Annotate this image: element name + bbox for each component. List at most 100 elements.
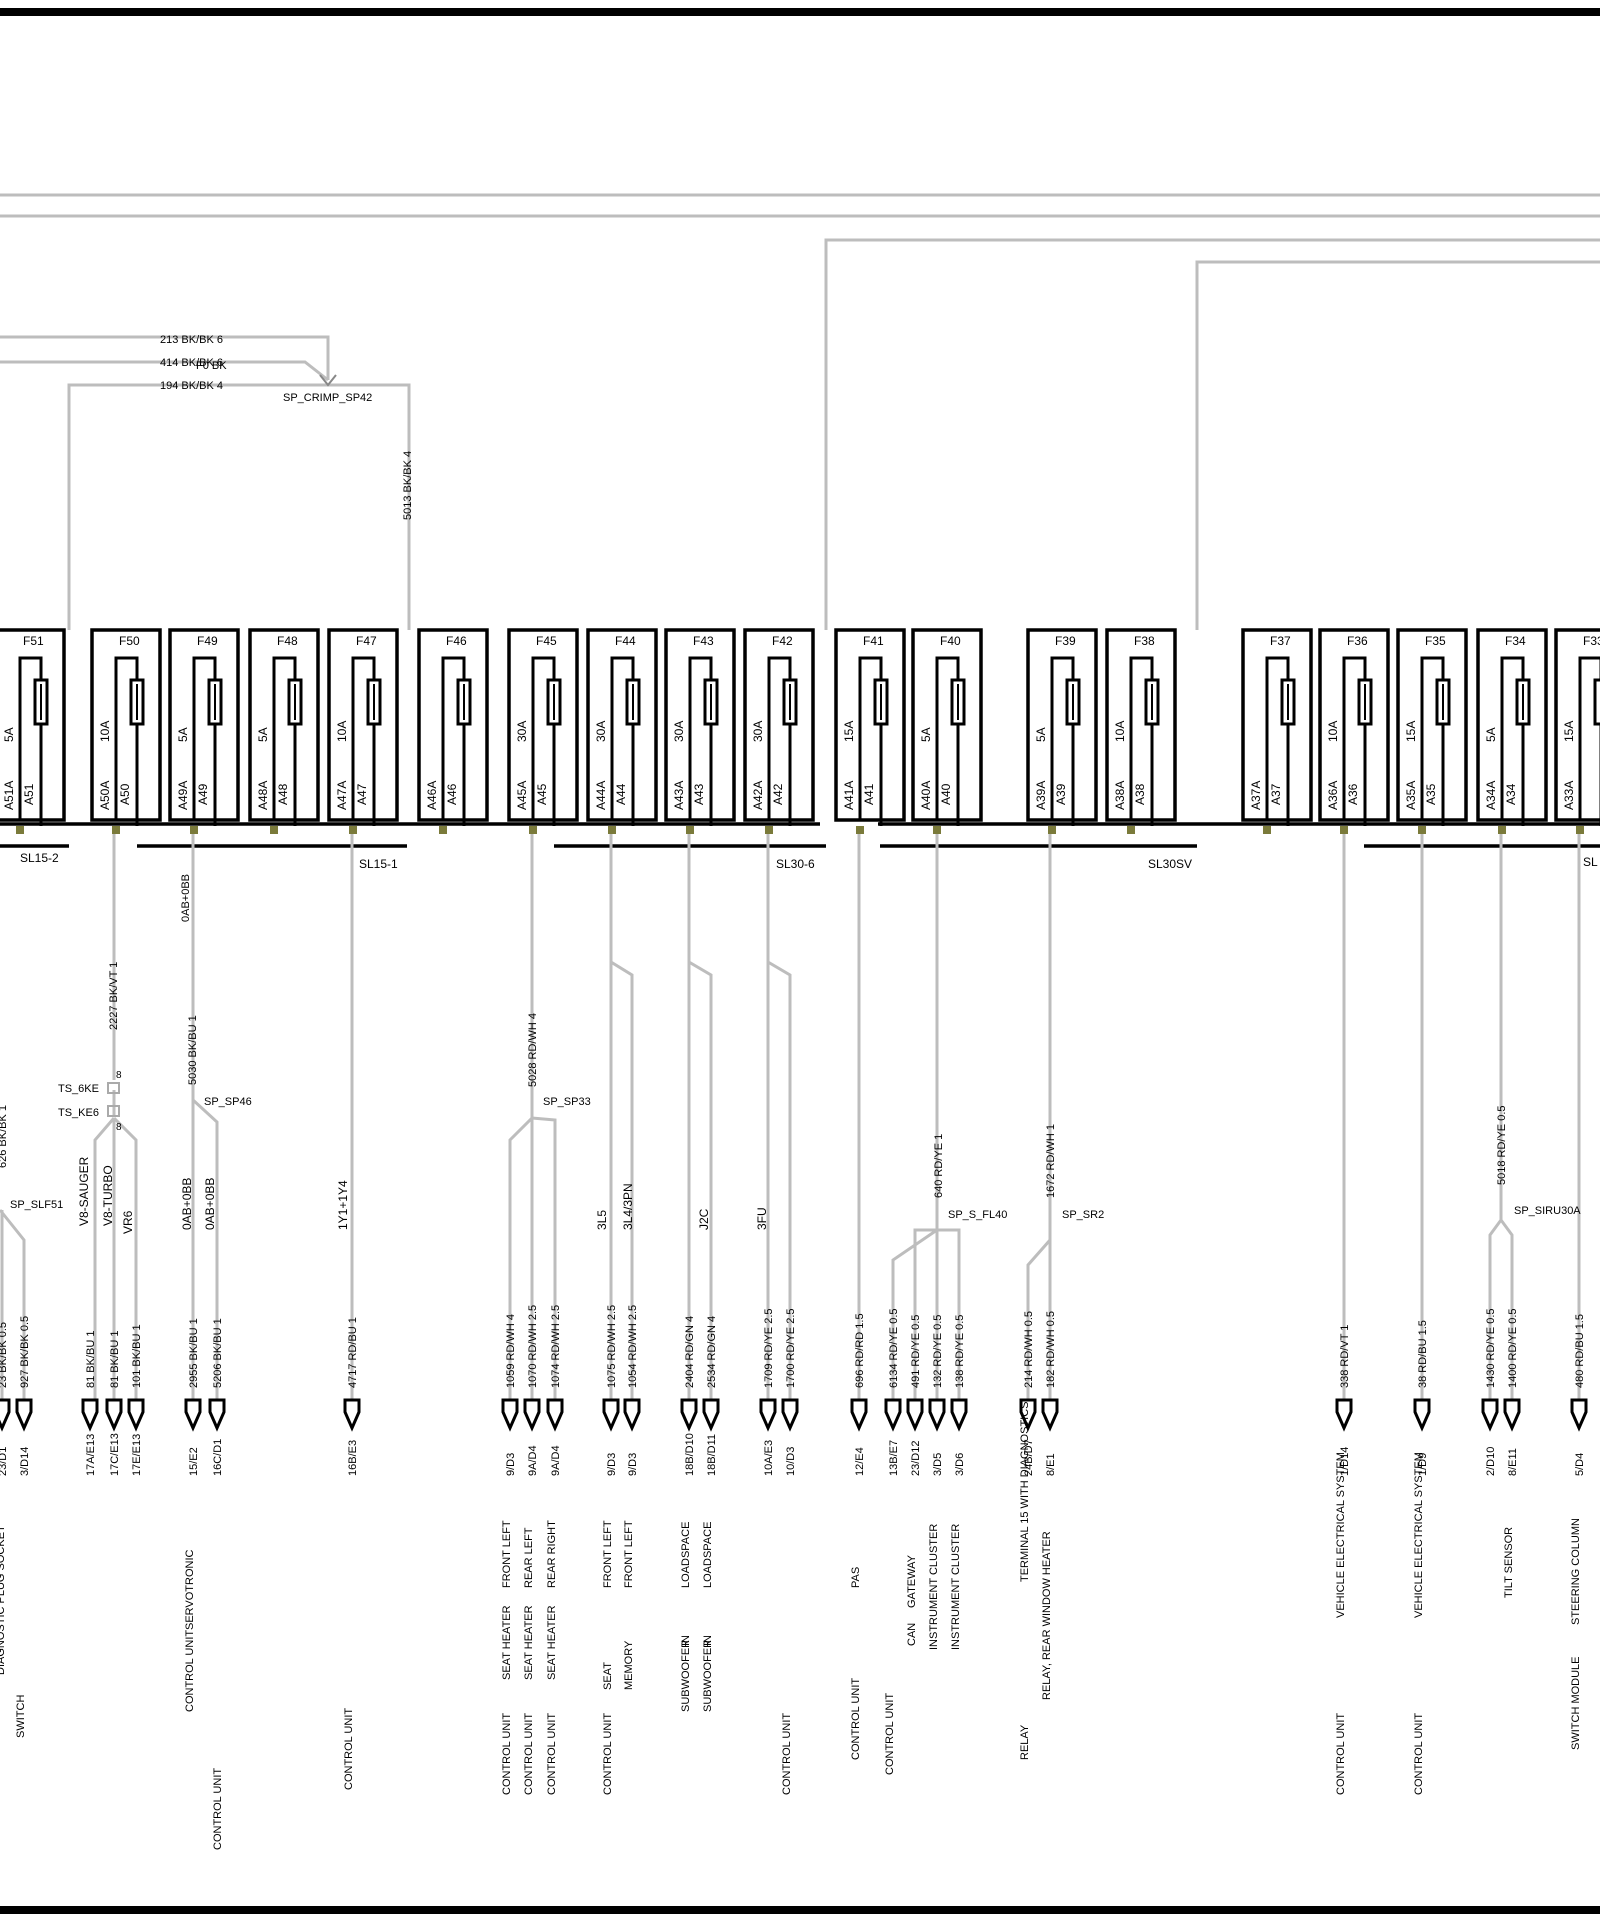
- connector-arrow-icon: [1413, 1398, 1431, 1432]
- component-label: TILT SENSOR: [1503, 1527, 1515, 1598]
- fuse-name: F44: [615, 634, 636, 648]
- pin-b: A51: [22, 783, 36, 805]
- pin-a: A43A: [672, 781, 686, 810]
- drop-wire-label: 491 RD/YE 0.5: [910, 1315, 922, 1388]
- wire-194: [67, 383, 411, 630]
- riser-f40-c: [937, 1228, 961, 1400]
- fuse-loop: [531, 656, 556, 820]
- drop-connector: 182 RD/WH 0.58/E1: [1041, 1311, 1059, 1476]
- fuse-frame: [743, 628, 815, 822]
- output-terminal: [1498, 826, 1506, 834]
- output-terminal: [1127, 826, 1135, 834]
- splice-label: SP_SP46: [204, 1096, 252, 1108]
- pin-a: A51A: [2, 781, 16, 810]
- pin-a: A41A: [842, 781, 856, 810]
- riser-wire-label: 640 RD/YE 1: [933, 1134, 945, 1198]
- busbar-label: SL: [1583, 855, 1598, 869]
- drop-connector: 1054 RD/WH 2.59/D3: [623, 1305, 641, 1476]
- fuse-rating: 10A: [98, 721, 112, 742]
- connector-arrow-icon: [781, 1398, 799, 1432]
- fuse-rating: 5A: [256, 727, 270, 742]
- connector-arrow-icon: [1335, 1398, 1353, 1432]
- output-terminal: [1340, 826, 1348, 834]
- component-text: REAR RIGHT: [546, 1520, 558, 1588]
- output-terminal: [190, 826, 198, 834]
- pin-b: A35: [1424, 783, 1438, 805]
- connector-arrow-icon: [105, 1398, 123, 1432]
- pin-a: A36A: [1326, 781, 1340, 810]
- connector-arrow-icon: [15, 1398, 33, 1432]
- pin-a: A45A: [515, 781, 529, 810]
- component-text: CONTROL UNIT: [523, 1713, 535, 1795]
- connector-arrow-icon: [884, 1398, 902, 1432]
- drop-connector: 1075 RD/WH 2.59/D3: [602, 1305, 620, 1476]
- splice-label: SP_SP33: [543, 1096, 591, 1108]
- component-label: CONTROL UNIT: [343, 1708, 355, 1790]
- splice-label: SP_S_FL40: [948, 1209, 1007, 1221]
- fuse-loop: [610, 656, 635, 820]
- pin-a: A38A: [1113, 781, 1127, 810]
- component-text: SEAT HEATER: [501, 1605, 513, 1680]
- fuse-loop: [858, 656, 883, 820]
- output-terminal: [270, 826, 278, 834]
- fuse-rating: 5A: [1484, 727, 1498, 742]
- drop-pin-label: 2/D10: [1485, 1447, 1497, 1476]
- connector-arrow-icon: [1481, 1398, 1499, 1432]
- fuse-rating: 30A: [751, 721, 765, 742]
- connector-arrow-icon: [623, 1398, 641, 1432]
- component-text: CONTROL UNIT: [884, 1693, 896, 1775]
- output-terminal: [686, 826, 694, 834]
- fuse-loop: [1265, 656, 1290, 820]
- fuse-loop: [767, 656, 792, 820]
- output-terminal: [856, 826, 864, 834]
- drop-wire-label: 81 BK/BU 1: [85, 1331, 97, 1388]
- branch-label: 1Y1+1Y4: [336, 1180, 350, 1230]
- component-label: RELAY, REAR WINDOW HEATER: [1041, 1531, 1053, 1700]
- drop-connector: 1059 RD/WH 49/D3: [501, 1314, 519, 1476]
- fuse-name: F35: [1425, 634, 1446, 648]
- drop-wire-label: 1070 RD/WH 2.5: [527, 1305, 539, 1388]
- component-text: SWITCH MODULE: [1570, 1657, 1582, 1751]
- fuse-rating: 5A: [919, 727, 933, 742]
- wire-213: [0, 335, 330, 380]
- fuse-loop: [935, 656, 960, 820]
- fuse-rating: 10A: [1113, 721, 1127, 742]
- component-text: RELAY, REAR WINDOW HEATER: [1041, 1531, 1053, 1700]
- component-text: FRONT LEFT: [602, 1520, 614, 1588]
- component-text: SERVOTRONIC: [184, 1549, 196, 1630]
- output-terminal: [1048, 826, 1056, 834]
- drop-wire-label: 6134 RD/YE 0.5: [888, 1309, 900, 1389]
- component-text: RELAY: [1019, 1724, 1031, 1760]
- component-text: CONTROL UNIT: [850, 1678, 862, 1760]
- terminal-label-ts-ke6: TS_KE6: [58, 1107, 99, 1119]
- drop-pin-label: 16B/E3: [347, 1440, 359, 1476]
- output-terminal: [1576, 826, 1584, 834]
- fuse-rating: 15A: [1404, 721, 1418, 742]
- drop-connector: 1700 RD/YE 2.510/D3: [781, 1309, 799, 1476]
- component-text: CONTROL UNIT: [501, 1713, 513, 1795]
- fuse-loop: [688, 656, 713, 820]
- fuse-loop: [1050, 656, 1075, 820]
- drop-connector: 491 RD/YE 0.523/D12: [906, 1315, 924, 1476]
- fuse-frame: [0, 628, 66, 822]
- pin-a: A48A: [256, 781, 270, 810]
- drop-wire-label: 2404 RD/GN 4: [684, 1316, 696, 1388]
- fuse-rating: 30A: [672, 721, 686, 742]
- branch-label: V8-TURBO: [101, 1165, 115, 1226]
- fuse-name: F37: [1270, 634, 1291, 648]
- component-text: CONTROL UNIT: [1335, 1713, 1347, 1795]
- component-text: CONTROL UNIT: [343, 1708, 355, 1790]
- terminal-label-ts-6ke: TS_6KE: [58, 1083, 99, 1095]
- drop-pin-label: 9/D3: [627, 1453, 639, 1476]
